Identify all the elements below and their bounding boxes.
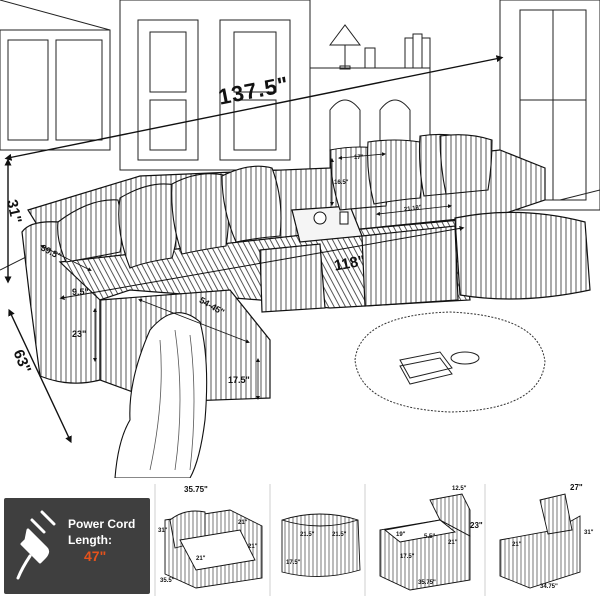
pillow-height-label: 16.5" [334,180,349,186]
dimension-lines [4,55,504,444]
ottoman-module-label-h: 17.5" [286,560,301,566]
seat-depth-label: 23" [72,329,87,339]
end-module-label-d: 34.75" [540,584,558,590]
console-module-label-g: 35.75" [418,580,436,586]
power-plug-icon [16,510,56,580]
arm-width-label: 9.5" [72,287,89,297]
console-module-label-f: 17.5" [400,554,415,560]
corner-module-label-width: 35.75" [184,485,208,494]
height-label: 31" [3,198,25,225]
corner-module-label-b: 21" [248,544,258,550]
round-rug [354,311,546,413]
console-module-label-b: 23" [470,521,483,530]
power-cord-label: Power Cord Length: [68,517,136,547]
pillow-width-label: 17" [354,155,364,161]
seat-front-2 [361,225,459,307]
console-module-label-c: 19" [396,532,406,538]
ottoman [454,211,591,300]
console-module-label-e: 21" [448,540,458,546]
corner-module-label-height: 31" [158,528,168,534]
books-on-rug [399,351,480,385]
power-cord-value: 47" [84,548,107,564]
console-table [291,205,363,243]
corner-module-label-depth: 35.5" [160,578,175,584]
end-module-label-c: 21" [512,542,522,548]
corner-module-label-c: 21" [196,556,206,562]
end-module-label-b: 31" [584,530,594,536]
console-module-label-a: 12.5" [452,486,467,492]
console-module-label-d: 5.5" [424,534,436,540]
ottoman-module-label-w: 21.5" [300,532,315,538]
end-module-label-a: 27" [570,483,583,492]
ottoman-module-label-d: 21.5" [332,532,347,538]
corner-module-label-a: 21" [238,520,248,526]
seat-height-label: 17.5" [228,375,250,385]
blanket-folds [149,329,195,471]
seat-front [259,243,326,313]
power-cord-box: Power Cord Length: 47" [4,498,150,594]
